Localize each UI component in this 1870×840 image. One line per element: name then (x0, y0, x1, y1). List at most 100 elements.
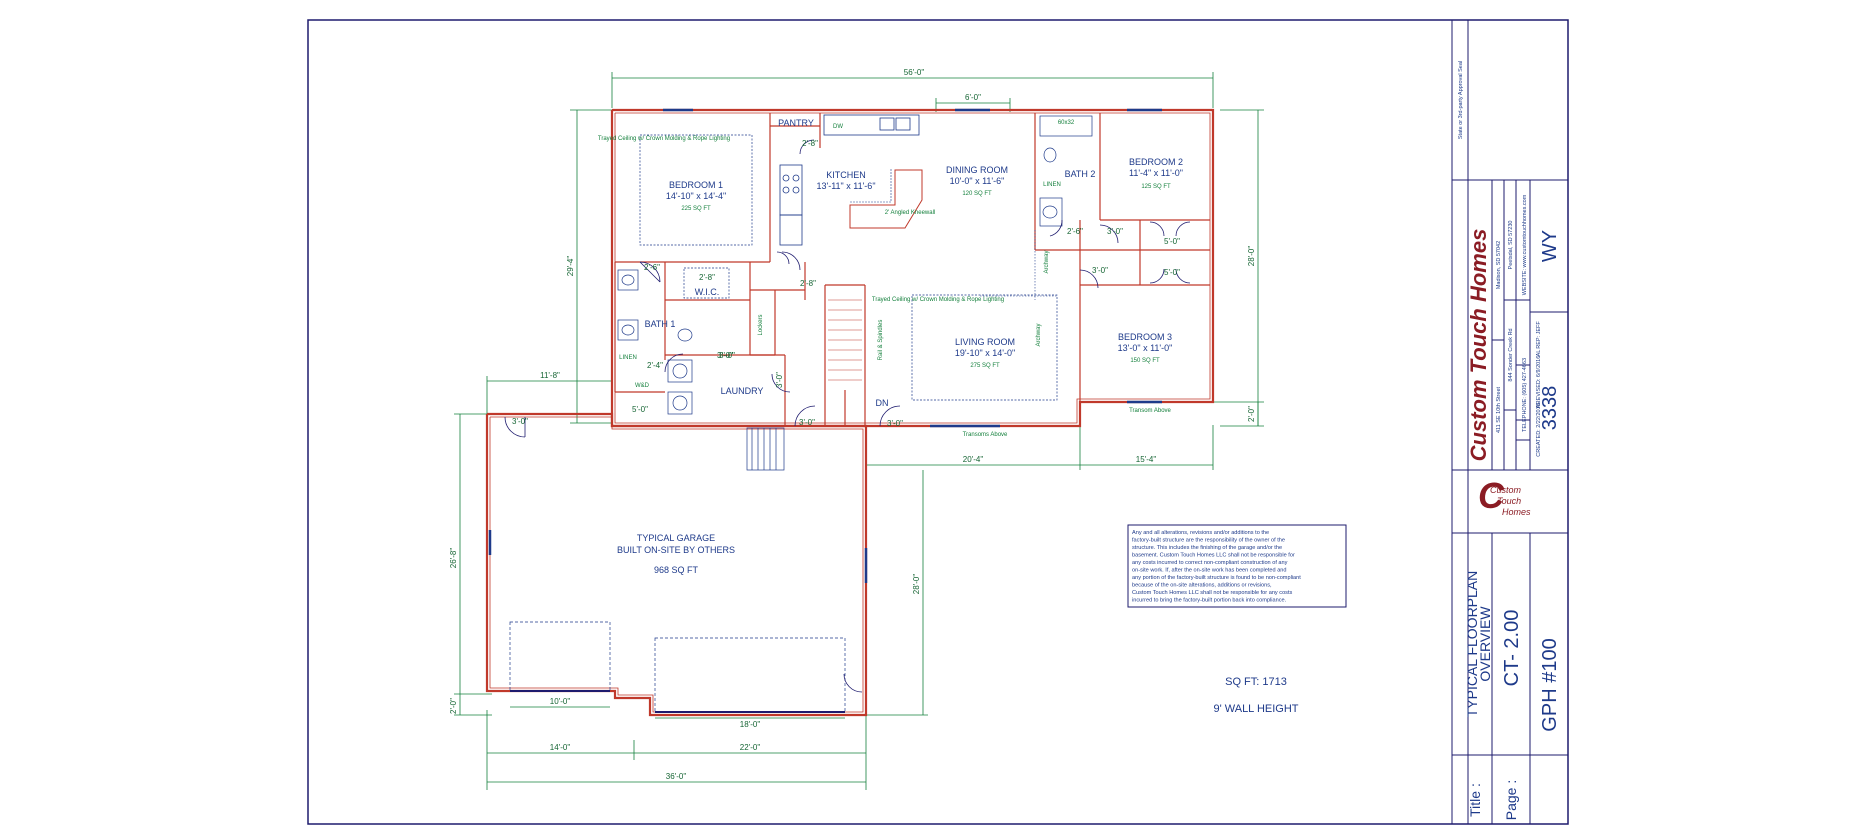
addr1: 411 SE 10th Street (1496, 386, 1502, 433)
dim-hall-door: 3'-0" (799, 418, 815, 427)
kitchen-name: KITCHEN (826, 170, 866, 180)
svg-text:Touch: Touch (1497, 496, 1521, 506)
kitchen-counters (779, 114, 920, 246)
dining-name: DINING ROOM (946, 165, 1008, 175)
door-swings (504, 139, 1191, 693)
dim-garage-left: 26'-8" (449, 548, 458, 569)
page-label: Page : (1503, 780, 1519, 820)
dw-label: DW (833, 124, 843, 130)
company-logo: C Custom Touch Homes (1478, 475, 1531, 517)
archway-label: Archway (1044, 250, 1050, 273)
bedroom1-name: BEDROOM 1 (669, 180, 723, 190)
dim-garage-entry: 3'-0" (512, 417, 528, 426)
pantry-label: PANTRY (778, 118, 814, 128)
bath-fixtures (617, 115, 1093, 415)
disclaimer-line: incurred to bring the factory-built port… (1132, 598, 1287, 604)
dim-stairs-door: 3'-0" (775, 372, 784, 388)
wic-door-dim: 2'-8" (699, 273, 715, 282)
disclaimer-note: Any and all alterations, revisions and/o… (1127, 524, 1347, 608)
wall-height: 9' WALL HEIGHT (1213, 703, 1298, 715)
bedroom1-note: Trayed Ceiling w/ Crown Molding & Rope L… (598, 136, 730, 142)
garage-sqft: 968 SQ FT (654, 565, 699, 575)
dim-pantry-door: 2'-8" (802, 139, 818, 148)
dim-bed2-door: 3'-0" (1107, 227, 1123, 236)
model-number: 3338 (1539, 386, 1561, 431)
kitchen-island (849, 168, 923, 229)
interior-walls (614, 113, 1210, 426)
disclaimer-line: any portion of the factory-built structu… (1132, 575, 1301, 581)
sheet-border (307, 19, 1569, 825)
linen-label-bath2: LINEN (1043, 182, 1061, 188)
wd-label: W&D (635, 383, 650, 389)
disclaimer-line: because of the on-site alterations, addi… (1132, 583, 1272, 589)
disclaimer-line: any costs incurred to correct non-compli… (1132, 560, 1288, 566)
dim-g-10: 10'-0" (550, 697, 571, 706)
transoms-living-label: Transoms Above (963, 432, 1008, 438)
gph-number: GPH #100 (1539, 638, 1561, 731)
disclaimer-line: basement. Custom Touch Homes LLC shall n… (1132, 553, 1295, 559)
bedroom1-sqft: 225 SQ FT (681, 206, 711, 212)
bath2-name: BATH 2 (1065, 169, 1096, 179)
page-value: CT- 2.00 (1501, 610, 1523, 687)
laundry-name: LAUNDRY (721, 386, 764, 396)
company-name: Custom Touch Homes (1466, 229, 1491, 462)
state-approval-label: State or 3rd-party Approval Seal (1458, 61, 1464, 139)
disclaimer-line: Custom Touch Homes LLC shall not be resp… (1132, 590, 1293, 596)
dim-bath1-door: 2'-6" (644, 263, 660, 272)
dim-wic-door: 3'-0" (719, 351, 735, 360)
garage-line1: TYPICAL GARAGE (637, 533, 715, 543)
exterior-walls (485, 108, 1215, 717)
dim-laundry-door: 3'-0" (717, 351, 733, 360)
title-label: Title : (1467, 783, 1483, 817)
bedroom3-size: 13'-0" x 11'-0" (1118, 343, 1173, 353)
dim-right-2-0: 2'-0" (1247, 406, 1256, 422)
title-block (1451, 20, 1568, 824)
living-name: LIVING ROOM (955, 337, 1015, 347)
title-value-1: TYPICAL FLOORPLAN (1464, 571, 1480, 718)
bath1-name: BATH 1 (645, 319, 676, 329)
tray-ceilings (639, 134, 1058, 401)
range-icon (782, 174, 790, 182)
dim-5-0-wd: 5'-0" (632, 405, 648, 414)
dim-overall-top: 56'-0" (904, 68, 925, 77)
garage-doors (509, 621, 846, 713)
logo-c: C (1478, 475, 1505, 516)
dim-closet1: 5'-0" (1164, 237, 1180, 246)
revised-date: REVISED: 6/9/2016 (1536, 356, 1542, 405)
dim-right-28-0: 28'-0" (1247, 246, 1256, 267)
kitchen-size: 13'-11" x 11'-6" (816, 181, 875, 191)
telephone: TELEPHONE: (605) 427-4663 (1522, 358, 1528, 432)
dim-2-4: 2'-4" (647, 361, 663, 370)
disclaimer-line: structure. This includes the finishing o… (1132, 545, 1282, 551)
bedroom3-name: BEDROOM 3 (1118, 332, 1172, 342)
dim-bath2-door: 2'-6" (1067, 227, 1083, 236)
dim-door-3-0: 3'-0" (887, 419, 903, 428)
svg-text:Homes: Homes (1502, 507, 1531, 517)
revised-by: AL (1536, 350, 1542, 357)
dim-bot-20-4: 20'-4" (963, 455, 984, 464)
dn-label: DN (876, 398, 889, 408)
tub-label: 60x32 (1058, 120, 1075, 126)
floor-plan: Trayed Ceiling w/ Crown Molding & Rope L… (449, 68, 1264, 790)
dim-g-18: 18'-0" (740, 720, 761, 729)
dim-left-11-8: 11'-8" (540, 371, 560, 380)
addr3: 844 Sonder Creek Rd (1508, 328, 1514, 381)
living-sqft: 275 SQ FT (970, 363, 1000, 369)
addr4: Peetsdal, SD 57230 (1508, 221, 1514, 270)
disclaimer-line: factory-built structure are the responsi… (1132, 538, 1285, 544)
bedroom3-sqft: 150 SQ FT (1130, 358, 1160, 364)
stairs (828, 299, 862, 381)
archway2-label: Archway (1036, 323, 1042, 346)
dim-g-14: 14'-0" (550, 743, 571, 752)
dining-sqft: 120 SQ FT (962, 191, 992, 197)
state-code: WY (1539, 230, 1561, 262)
bedroom2-name: BEDROOM 2 (1129, 157, 1183, 167)
bedroom1-size: 14'-10" x 14'-4" (666, 191, 726, 201)
garage-line2: BUILT ON-SITE BY OTHERS (617, 545, 735, 555)
dim-bed3-door: 3'-0" (1092, 266, 1108, 275)
disclaimer-line: on-site work. If, after the on-site work… (1132, 568, 1287, 574)
wic-name: W.I.C. (695, 287, 720, 297)
total-sqft: SQ FT: 1713 (1225, 676, 1287, 688)
dim-garage-left-small: 2'-0" (449, 698, 458, 714)
